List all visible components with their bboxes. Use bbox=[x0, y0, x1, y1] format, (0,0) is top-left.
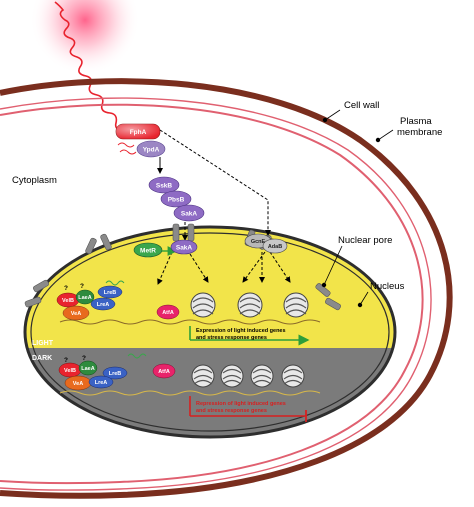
lrea-light-label: LreA bbox=[97, 302, 110, 308]
plasma-membrane bbox=[0, 103, 424, 485]
saka-nuclear-label: SakA bbox=[176, 245, 193, 252]
light-wave bbox=[54, 1, 131, 140]
chromophore-icon-dark bbox=[127, 353, 147, 359]
light-glow bbox=[30, 0, 140, 75]
question-mark-3: ? bbox=[64, 357, 68, 364]
signal-arrows bbox=[157, 129, 291, 285]
laea-dark-label: LaeA bbox=[81, 366, 94, 372]
label-leaders bbox=[321, 109, 394, 308]
saka-label: SakA bbox=[181, 211, 198, 218]
chromophore-icon-light bbox=[105, 280, 125, 286]
fpha-protein: FphA bbox=[115, 123, 161, 140]
ypda-protein: YpdA bbox=[136, 140, 166, 158]
nucleus-label: Nucleus bbox=[370, 281, 405, 292]
velb-light-label: VelB bbox=[62, 298, 74, 304]
repression-annotation: Repression of light induced genes and st… bbox=[189, 396, 307, 422]
nuclear-pore-label: Nuclear pore bbox=[338, 235, 392, 246]
pbsb-label: PbsB bbox=[168, 197, 185, 204]
dna-dark bbox=[59, 390, 321, 396]
saka-protein: SakA bbox=[173, 204, 205, 222]
light-complex: VelB LaeA VeA LreB LreA ? ? bbox=[56, 280, 125, 321]
sskb-label: SskB bbox=[156, 183, 173, 190]
pbsb-protein: PbsB bbox=[160, 190, 192, 208]
chromophore-icon bbox=[117, 142, 137, 155]
question-mark-2: ? bbox=[80, 283, 84, 290]
plasma-membrane-label: Plasma bbox=[400, 116, 432, 127]
sskb-protein: SskB bbox=[148, 176, 180, 194]
adab-label: AdaB bbox=[268, 244, 282, 250]
fpha-label: FphA bbox=[130, 129, 147, 136]
lreb-dark-label: LreB bbox=[109, 371, 122, 377]
atfa-dark-label: AtfA bbox=[158, 369, 170, 375]
question-mark-1: ? bbox=[64, 285, 68, 292]
expression-text-1: Expression of light induced genes bbox=[196, 328, 286, 334]
ypda-label: YpdA bbox=[143, 147, 160, 154]
gcne-adab-complex: GcnE AdaB bbox=[244, 233, 288, 254]
dark-complex: VelB LaeA VeA LreB LreA ? ? bbox=[58, 353, 147, 391]
nucleosomes-dark bbox=[191, 364, 305, 388]
atfa-dark-protein: AtfA bbox=[152, 363, 176, 379]
atfa-light-protein: AtfA bbox=[156, 304, 180, 320]
laea-light-label: LaeA bbox=[78, 295, 91, 301]
dna-light bbox=[59, 319, 321, 325]
metr-label: MetR bbox=[140, 248, 156, 255]
metr-protein: MetR bbox=[133, 242, 163, 258]
nucleosomes-light bbox=[190, 292, 309, 318]
light-zone-label: LIGHT bbox=[32, 340, 54, 347]
cell-wall bbox=[0, 78, 453, 499]
plasma-membrane-label-2: membrane bbox=[397, 127, 442, 138]
lrea-dark-label: LreA bbox=[95, 380, 108, 386]
cell-wall-label: Cell wall bbox=[344, 100, 379, 111]
vea-dark-label: VeA bbox=[73, 381, 83, 387]
vea-light-label: VeA bbox=[71, 311, 81, 317]
plasma-membrane-outer bbox=[0, 97, 432, 491]
expression-text-2: and stress response genes bbox=[196, 335, 267, 341]
expression-annotation: Expression of light induced genes and st… bbox=[189, 326, 310, 346]
lreb-light-label: LreB bbox=[104, 290, 117, 296]
repression-text-2: and stress response genes bbox=[196, 408, 267, 414]
gcne-label: GcnE bbox=[251, 239, 266, 245]
atfa-light-label: AtfA bbox=[162, 310, 174, 316]
saka-nuclear-protein: SakA bbox=[170, 239, 198, 255]
question-mark-4: ? bbox=[82, 355, 86, 362]
cytoplasm-label: Cytoplasm bbox=[12, 175, 57, 186]
velb-dark-label: VelB bbox=[64, 368, 76, 374]
repression-text-1: Repression of light induced genes bbox=[196, 401, 286, 407]
dark-zone-label: DARK bbox=[32, 355, 52, 362]
